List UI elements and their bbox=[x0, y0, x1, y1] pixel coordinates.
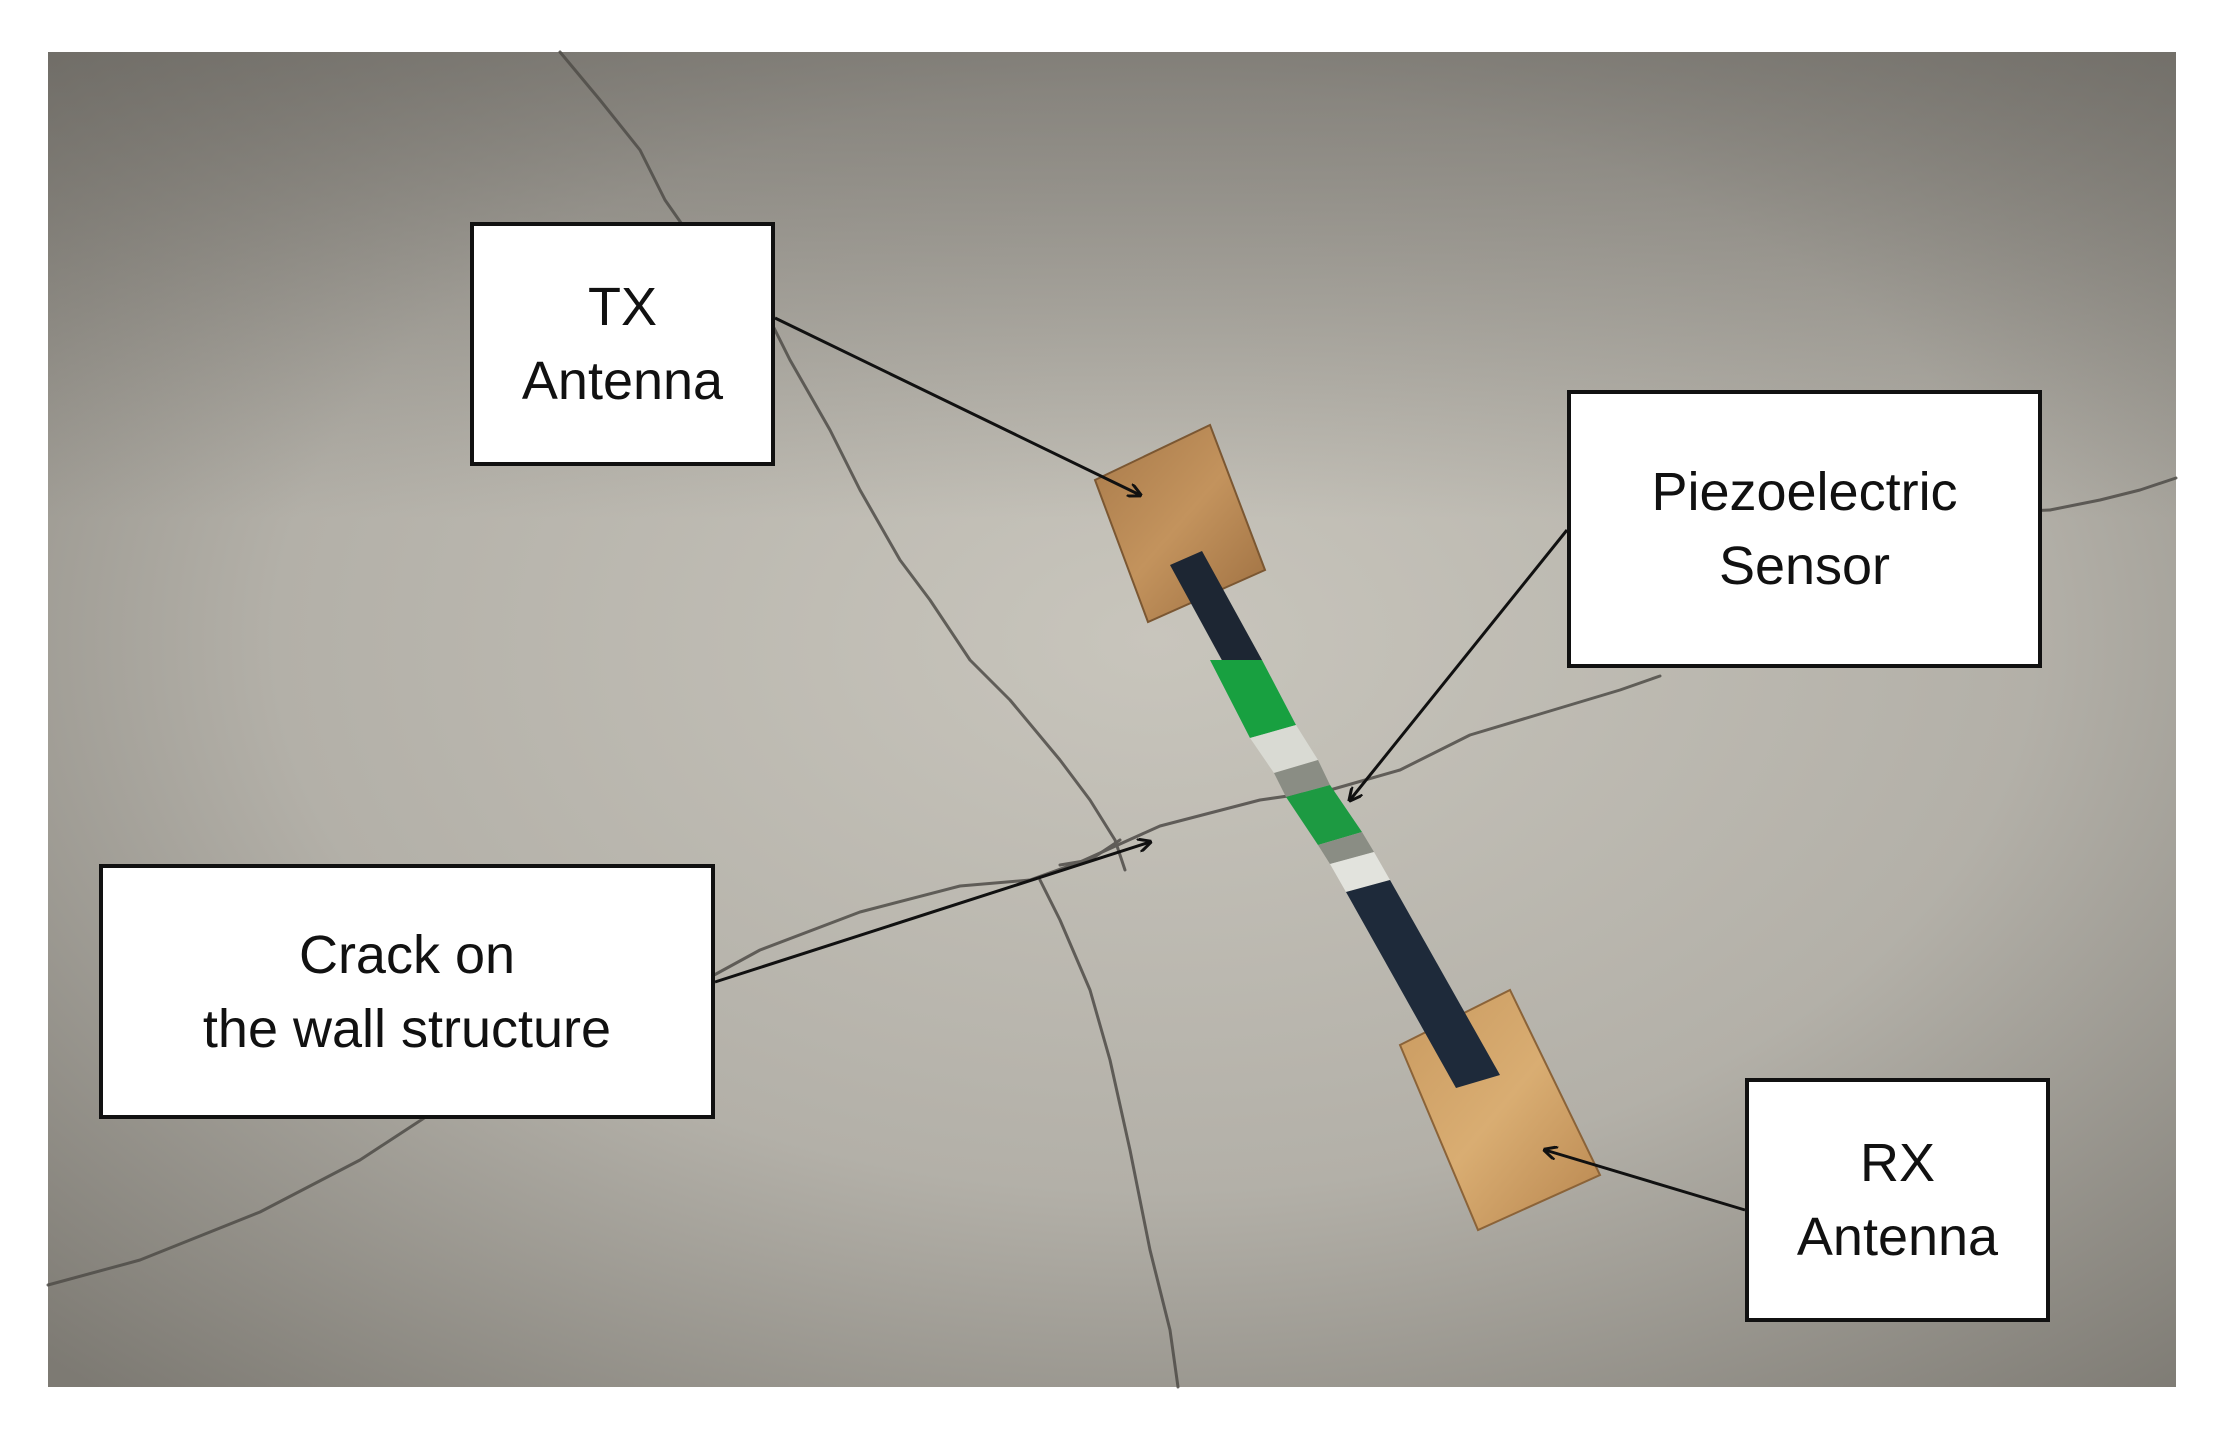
crack-callout: Crack on the wall structure bbox=[99, 864, 715, 1119]
crack-label-line1: Crack on bbox=[298, 924, 516, 985]
crack-arrow bbox=[714, 842, 1150, 984]
piezoelectric-sensor-strip bbox=[1170, 551, 1500, 1088]
tx-antenna-callout: TX Antenna bbox=[470, 222, 775, 466]
rx-arrow bbox=[1545, 1150, 1746, 1212]
piezo-label-line2: Sensor bbox=[1718, 536, 1891, 596]
piezo-arrow bbox=[1350, 529, 1569, 800]
rx-antenna-label-line2: Antenna bbox=[1796, 1207, 1999, 1267]
rx-antenna-label-line1: RX bbox=[1859, 1133, 1935, 1193]
piezo-label-line1: Piezoelectric bbox=[1651, 462, 1958, 522]
tx-antenna-label-line1: TX bbox=[587, 277, 657, 337]
crack-label-line2: the wall structure bbox=[202, 998, 612, 1059]
rx-antenna-callout: RX Antenna bbox=[1745, 1078, 2050, 1322]
callout-arrows bbox=[714, 316, 1746, 1212]
tx-antenna-pad bbox=[1093, 423, 1267, 624]
tx-antenna-label-line2: Antenna bbox=[521, 351, 724, 411]
piezoelectric-sensor-callout: Piezoelectric Sensor bbox=[1567, 390, 2042, 668]
tx-arrow bbox=[774, 316, 1140, 495]
